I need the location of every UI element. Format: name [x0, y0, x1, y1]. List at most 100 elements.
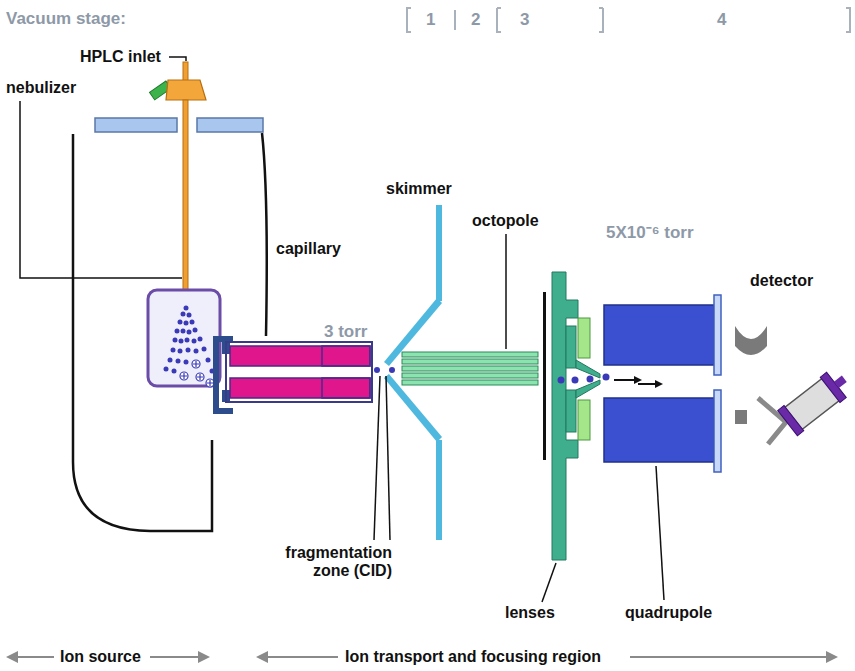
skimmer-cone [436, 205, 442, 301]
spray-chamber [148, 290, 220, 386]
aperture-plate [543, 292, 546, 460]
leader-line [656, 466, 664, 600]
detector-multiplier [820, 372, 846, 402]
source-housing [262, 133, 267, 336]
leader-line [169, 57, 186, 61]
aperture-plate [543, 292, 546, 460]
top-plate [197, 118, 263, 132]
detector-multiplier [834, 376, 847, 388]
leader-line [20, 101, 182, 278]
region-arrow [150, 656, 200, 658]
stage-number: 1 [426, 11, 435, 29]
region-arrow [826, 651, 838, 663]
top-plate [95, 118, 263, 132]
spray-droplets [168, 358, 173, 363]
spray-droplets [206, 358, 211, 363]
quadrupole-endplate [714, 295, 721, 375]
spray-droplets [179, 339, 184, 344]
pressure-label: 5X10⁻⁶ torr [606, 224, 694, 242]
lens-flange [566, 390, 576, 432]
leader-line [386, 376, 390, 540]
spray-droplets [176, 359, 181, 364]
spray-droplets [186, 348, 191, 353]
capillary-tube [230, 346, 370, 366]
nebulizer-needle [150, 62, 206, 302]
capillary-holder [213, 336, 219, 414]
quadrupole-rods [604, 398, 714, 462]
octopole-rods [402, 359, 538, 364]
ion-beam [638, 383, 655, 385]
detector-dynode [735, 410, 747, 424]
ion-dot [389, 367, 395, 373]
ion-beam [572, 377, 579, 384]
spray-droplets [184, 306, 189, 311]
detector-dynode [735, 326, 767, 355]
region-label: Ion transport and focusing region [345, 648, 601, 666]
spray-droplets [175, 329, 180, 334]
top-plate [95, 118, 177, 132]
spray-droplets [198, 337, 203, 342]
source-housing [73, 133, 267, 531]
capillary-tube [226, 342, 372, 402]
ion-dot [374, 367, 380, 373]
lens-flange [552, 272, 578, 560]
pressure-label: 3 torr [324, 323, 367, 341]
spray-droplets [184, 360, 189, 365]
part-label: octopole [472, 212, 539, 230]
part-label: nebulizer [6, 79, 76, 97]
stage-bracket [846, 8, 850, 32]
spray-droplets [192, 339, 197, 344]
spray-droplets [178, 320, 183, 325]
source-housing [73, 134, 212, 531]
nebulizer-needle [183, 100, 188, 290]
stage-bracket [407, 8, 411, 32]
region-arrow [266, 656, 338, 658]
region-arrow [6, 651, 18, 663]
spray-droplets [172, 369, 177, 374]
lens-element [578, 318, 590, 358]
octopole-rods [402, 352, 538, 357]
part-label: detector [750, 272, 813, 290]
part-label: lenses [505, 604, 555, 622]
lens-element [578, 400, 590, 440]
leader-line [505, 234, 507, 349]
detector-multiplier [778, 406, 804, 436]
ion-symbol [181, 361, 213, 386]
leader-line [374, 376, 380, 540]
spray-droplets [194, 349, 199, 354]
stage-number: 3 [520, 11, 529, 29]
capillary-tube [226, 342, 372, 402]
stage-bracket [599, 8, 603, 32]
octopole-rods [402, 352, 538, 385]
ion-beam [558, 374, 664, 389]
octopole-rods [402, 380, 538, 385]
part-label: capillary [276, 240, 341, 258]
stage-number: 2 [471, 11, 480, 29]
skimmer-cone [436, 440, 442, 540]
ion-beam [603, 374, 610, 381]
spray-droplets [164, 367, 169, 372]
region-arrow [256, 651, 268, 663]
part-label: skimmer [386, 180, 452, 198]
octopole-rods [402, 373, 538, 378]
region-label: Ion source [60, 648, 141, 666]
spray-droplets [193, 328, 198, 333]
part-label: fragmentation zone (CID) [266, 544, 392, 580]
lens-flange [576, 380, 600, 398]
quadrupole-rods [604, 305, 714, 462]
detector-multiplier [778, 366, 854, 436]
stage-number: 4 [717, 11, 726, 29]
spray-droplets [184, 321, 189, 326]
spray-droplets [171, 348, 176, 353]
ion-beam [558, 377, 565, 384]
region-arrow [198, 651, 210, 663]
quadrupole-endplate [714, 295, 721, 472]
spray-droplets [181, 312, 186, 317]
spray-droplets [202, 347, 207, 352]
capillary-tube [322, 346, 370, 366]
nebulizer-needle [166, 80, 206, 100]
spray-droplets [181, 329, 186, 334]
capillary-tube [230, 378, 370, 398]
octopole-rods [402, 366, 538, 371]
